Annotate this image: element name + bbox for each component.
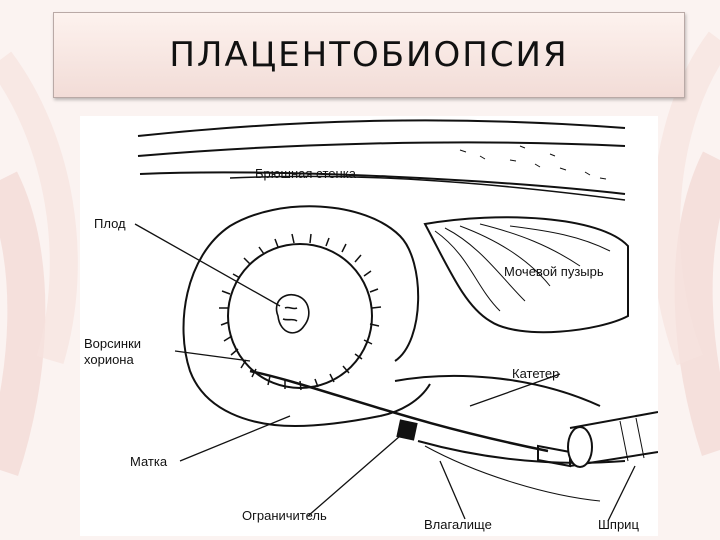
limiter-shape bbox=[396, 419, 418, 441]
label-chorionic-villi-2: хориона bbox=[84, 352, 134, 367]
label-limiter: Ограничитель bbox=[242, 508, 327, 523]
catheter-shape bbox=[249, 369, 549, 453]
diagram-svg: Брюшная стенка Плод Мочевой пузырь Ворси… bbox=[84, 119, 658, 532]
syringe-shape bbox=[537, 411, 658, 468]
label-fetus: Плод bbox=[94, 216, 126, 231]
label-bladder: Мочевой пузырь bbox=[504, 264, 604, 279]
bladder-shape bbox=[423, 216, 629, 334]
label-syringe: Шприц bbox=[598, 517, 639, 532]
slide-title: ПЛАЦЕНТОБИОПСИЯ bbox=[169, 35, 569, 75]
vagina-shape bbox=[394, 374, 626, 502]
uterus-shape bbox=[182, 205, 431, 428]
label-chorionic-villi-1: Ворсинки bbox=[84, 336, 141, 351]
label-abdominal-wall: Брюшная стенка bbox=[255, 166, 357, 181]
fetus-shape bbox=[275, 294, 310, 334]
diagram-figure: Брюшная стенка Плод Мочевой пузырь Ворси… bbox=[80, 116, 658, 536]
abdominal-wall-shape bbox=[137, 119, 626, 201]
amniotic-sac-shape bbox=[219, 233, 382, 391]
leader-lines bbox=[134, 223, 636, 522]
title-box: ПЛАЦЕНТОБИОПСИЯ bbox=[53, 12, 685, 98]
label-uterus: Матка bbox=[130, 454, 168, 469]
label-catheter: Катетер bbox=[512, 366, 559, 381]
label-vagina: Влагалище bbox=[424, 517, 492, 532]
